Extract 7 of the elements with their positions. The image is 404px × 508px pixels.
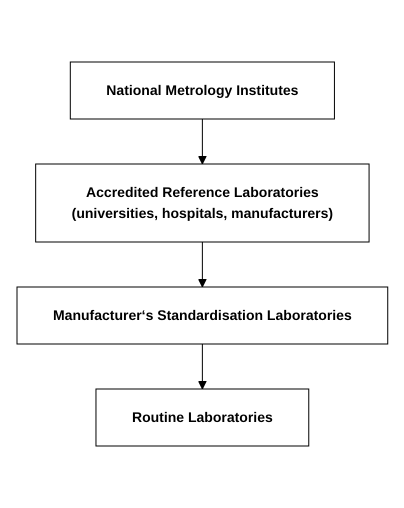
arrow	[198, 344, 206, 390]
arrow	[198, 118, 206, 164]
node-box: National Metrology Institutes	[69, 62, 335, 120]
node-box: Routine Laboratories	[95, 388, 309, 446]
node-box: Manufacturer‘s Standardisation Laboratories	[16, 286, 388, 344]
arrow	[198, 242, 206, 288]
node-box: Accredited Reference Laboratories (universities, hospitals, manufacturers)	[34, 164, 370, 242]
